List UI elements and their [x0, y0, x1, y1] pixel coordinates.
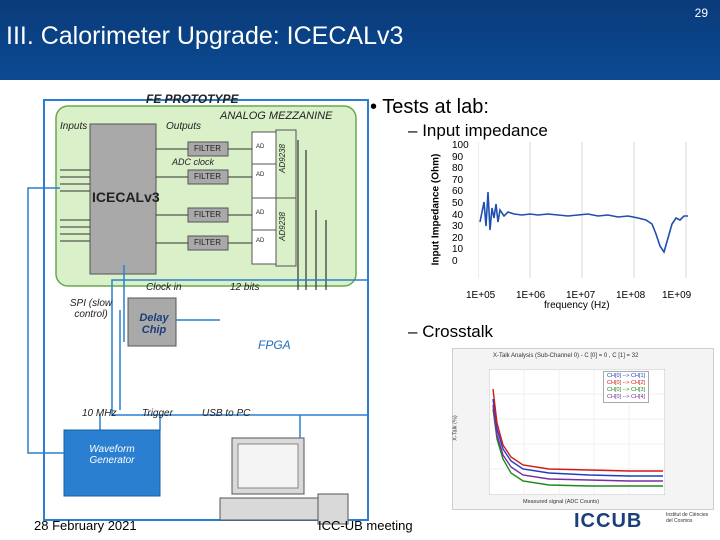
clock-in-label: Clock in: [146, 282, 182, 293]
filter-label-2: FILTER: [194, 172, 221, 181]
outputs-label: Outputs: [166, 121, 202, 132]
filter-label-3: FILTER: [194, 210, 221, 219]
impedance-ylabel-wrap: Input Impedance (Ohm): [426, 142, 442, 282]
adc-chips: [251, 131, 277, 265]
impedance-xlabel: frequency (Hz): [544, 300, 610, 311]
crosstalk-legend: CH[0] --> CH[1] CH[0] --> CH[2] CH[0] --…: [603, 371, 650, 403]
adc-chip-label-2: AD9238: [277, 212, 287, 241]
adc-clock-label: ADC clock: [172, 157, 215, 167]
bits-label: 12 bits: [230, 282, 260, 293]
delay-chip-box: [127, 297, 177, 347]
delay-chip-label: Delay Chip: [139, 312, 169, 336]
bullet-sub-impedance: – Input impedance: [408, 121, 548, 140]
crosstalk-ylabel: X-Talk (%): [452, 415, 459, 441]
crosstalk-title: X-Talk Analysis (Sub-Channel 0) - C [0] …: [493, 353, 639, 359]
asic-block: [89, 123, 157, 275]
filter-label-1: FILTER: [194, 144, 221, 153]
slide-header: III. Calorimeter Upgrade: ICECALv3 29: [0, 0, 720, 80]
trigger-label: Trigger: [142, 408, 173, 419]
adc-small-label-4: AD: [256, 238, 265, 244]
adc-small-label-3: AD: [256, 210, 265, 216]
fpga-label: FPGA: [258, 338, 291, 352]
crosstalk-series-3: [492, 408, 663, 487]
footer-meeting: ICC-UB meeting: [318, 518, 413, 533]
block-diagram: [27, 99, 369, 525]
pc-icon: [219, 437, 349, 525]
impedance-plot: [478, 142, 688, 278]
bullet-main: • Tests at lab:: [370, 96, 489, 118]
bullet-sub-crosstalk: – Crosstalk: [408, 322, 494, 341]
adc-chip-label-1: AD9238: [277, 144, 287, 173]
filter-label-4: FILTER: [194, 238, 221, 247]
adc-small-label-2: AD: [256, 172, 265, 178]
fe-prototype-label: FE PROTOTYPE: [146, 92, 239, 106]
usb-label: USB to PC: [202, 408, 251, 419]
asic-label: ICECALv3: [92, 189, 160, 205]
crosstalk-series-1: [492, 398, 663, 477]
page-number: 29: [694, 6, 708, 20]
waveform-generator-box: [63, 429, 161, 497]
crosstalk-series-4: [492, 404, 663, 482]
crosstalk-chart: X-Talk Analysis (Sub-Channel 0) - C [0] …: [452, 348, 714, 510]
fpga-box: [111, 279, 369, 416]
iccub-logo: ICCUB Institut de Ciències del Cosmos: [574, 510, 709, 532]
inputs-label: Inputs: [60, 121, 88, 132]
footer-date: 28 February 2021: [34, 518, 137, 533]
input-lines: [60, 169, 90, 242]
crosstalk-series-2: [492, 388, 663, 472]
impedance-curve: [479, 191, 688, 254]
impedance-ylabel: Input Impedance (Ohm): [430, 153, 442, 266]
waveform-generator-label: Waveform Generator: [89, 444, 135, 466]
ten-mhz-label: 10 MHz: [82, 408, 117, 419]
analog-mezzanine-label: ANALOG MEZZANINE: [220, 110, 333, 122]
spi-label: SPI (slow control): [69, 298, 113, 320]
slide-title: III. Calorimeter Upgrade: ICECALv3: [6, 22, 404, 50]
adc-small-label-1: AD: [256, 144, 265, 150]
crosstalk-xlabel: Measured signal (ADC Counts): [523, 499, 600, 505]
